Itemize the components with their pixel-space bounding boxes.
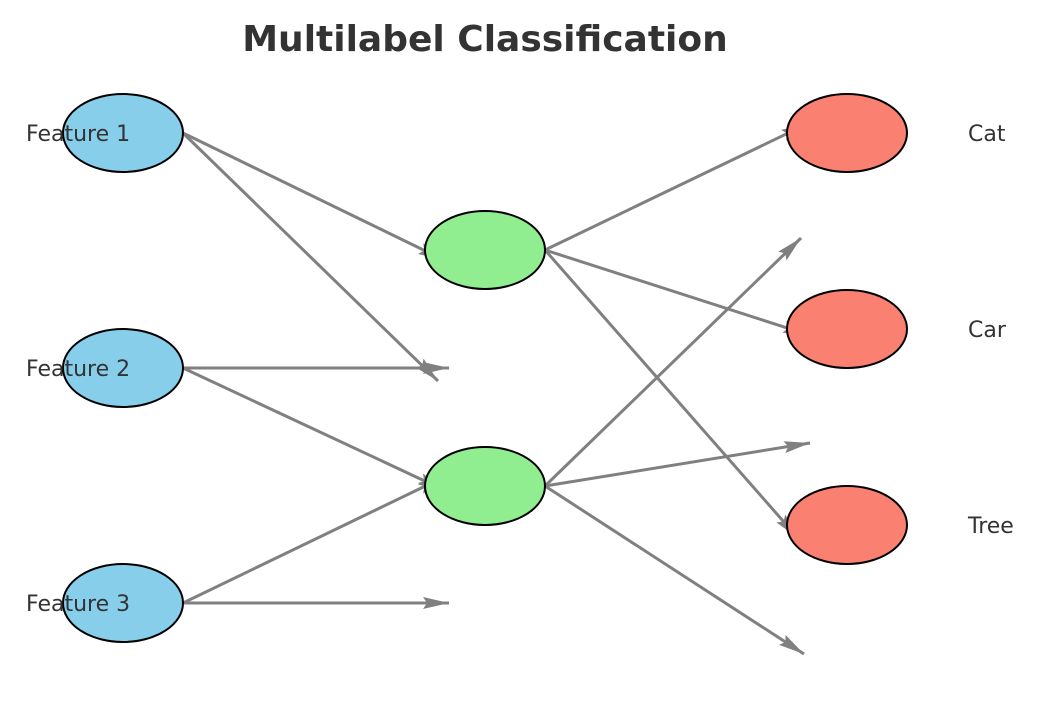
output-label-cat: Cat bbox=[968, 122, 1006, 147]
arrow-hidden-1-to-car bbox=[544, 248, 810, 337]
input-labels: Feature 1 Feature 2 Feature 3 bbox=[26, 122, 130, 617]
output-node-cat bbox=[786, 93, 908, 173]
output-labels: Cat Car Tree bbox=[967, 122, 1014, 539]
arrow-hidden-2-to-open-end-lower bbox=[544, 484, 805, 656]
output-label-car: Car bbox=[968, 318, 1007, 343]
arrow-hidden-1-to-cat bbox=[544, 122, 808, 252]
output-label-tree: Tree bbox=[967, 514, 1014, 539]
hidden-node-1 bbox=[424, 210, 546, 290]
input-node-feature-2 bbox=[62, 328, 184, 408]
arrow-feature-2-to-hidden-2 bbox=[182, 366, 445, 492]
input-label-feature-2: Feature 2 bbox=[26, 357, 130, 382]
edges bbox=[181, 122, 811, 656]
input-node-feature-3 bbox=[62, 563, 184, 643]
arrow-feature-3-to-hidden-2 bbox=[182, 475, 445, 605]
hidden-node-2 bbox=[424, 446, 546, 526]
arrow-hidden-2-to-open-end-upper bbox=[543, 236, 803, 488]
arrow-feature-1-to-open-end bbox=[181, 131, 440, 383]
input-layer bbox=[62, 93, 184, 643]
output-node-car bbox=[786, 289, 908, 369]
input-label-feature-3: Feature 3 bbox=[26, 592, 130, 617]
arrow-feature-1-to-hidden-1 bbox=[182, 131, 445, 262]
output-layer bbox=[786, 93, 908, 565]
diagram-title: Multilabel Classification bbox=[242, 19, 728, 60]
input-node-feature-1 bbox=[62, 93, 184, 173]
arrow-hidden-2-to-open-end-middle bbox=[544, 441, 811, 488]
hidden-layer bbox=[424, 210, 546, 526]
arrow-hidden-1-to-tree bbox=[543, 249, 800, 539]
input-label-feature-1: Feature 1 bbox=[26, 122, 130, 147]
output-node-tree bbox=[786, 485, 908, 565]
